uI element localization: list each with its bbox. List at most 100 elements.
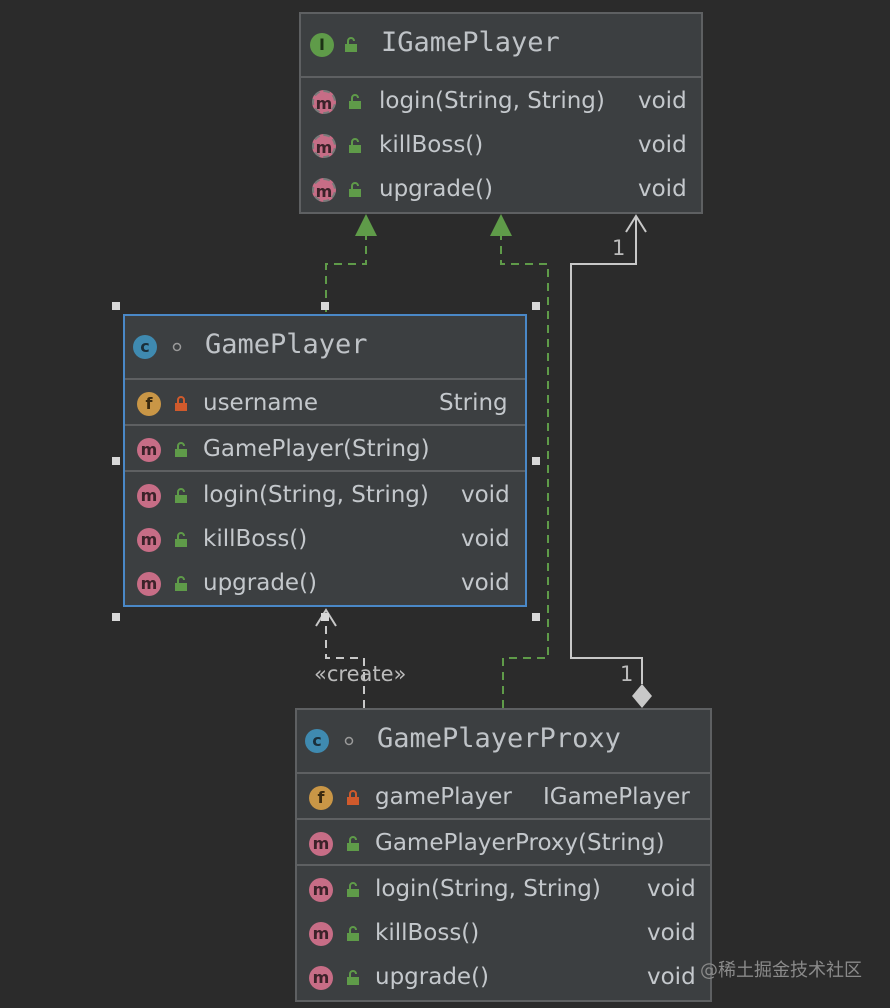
method-return-type: void: [647, 964, 696, 990]
resize-handle-bottom-left[interactable]: [112, 613, 120, 621]
multiplicity-bottom: 1: [620, 662, 634, 686]
field-type: String: [439, 390, 508, 416]
public-unlock-icon: [349, 138, 361, 153]
resize-handle-right[interactable]: [532, 457, 540, 465]
realization-gameplayer[interactable]: [325, 214, 377, 312]
field-row[interactable]: f username String: [125, 382, 525, 426]
dependency-arrowhead: [315, 608, 337, 627]
section-divider: [125, 470, 525, 472]
resize-handle-bottom[interactable]: [321, 613, 329, 621]
public-unlock-icon: [347, 970, 359, 985]
igameplayer-interface-box[interactable]: I IGamePlayer m login(String, String) vo…: [299, 12, 703, 214]
section-divider: [297, 864, 710, 866]
constructor-row[interactable]: m GamePlayer(String): [125, 428, 525, 472]
method-row[interactable]: m killBoss() void: [297, 912, 710, 956]
resize-handle-top-left[interactable]: [112, 302, 120, 310]
interface-icon: I: [310, 33, 334, 57]
composition-diamond: [632, 684, 652, 708]
association-arrowhead: [625, 214, 647, 233]
method-icon: m: [137, 484, 161, 508]
constructor-name: GamePlayerProxy(String): [375, 830, 665, 856]
gameplayer-header: c GamePlayer: [125, 316, 525, 380]
method-row[interactable]: m upgrade() void: [301, 168, 701, 212]
method-icon: m: [137, 572, 161, 596]
field-name: gamePlayer: [375, 784, 512, 810]
composition-association[interactable]: [570, 214, 652, 708]
method-return-type: void: [638, 88, 687, 114]
section-divider: [297, 818, 710, 820]
method-return-type: void: [461, 570, 510, 596]
method-name: killBoss(): [375, 920, 480, 946]
method-name: upgrade(): [375, 964, 490, 990]
section-divider: [125, 424, 525, 426]
multiplicity-top: 1: [612, 236, 626, 260]
private-lock-icon: [175, 396, 187, 411]
method-return-type: void: [647, 876, 696, 902]
public-unlock-icon: [175, 532, 187, 547]
gameplayerproxy-header: c GamePlayerProxy: [297, 710, 710, 774]
gameplayer-class-box[interactable]: c GamePlayer f username String m GamePla…: [123, 314, 527, 607]
method-row[interactable]: m login(String, String) void: [125, 474, 525, 518]
method-row[interactable]: m killBoss() void: [125, 518, 525, 562]
package-visibility-icon: [172, 342, 182, 352]
class-title: GamePlayer: [205, 329, 368, 360]
method-name: upgrade(): [379, 176, 494, 202]
method-icon: m: [309, 878, 333, 902]
resize-handle-bottom-right[interactable]: [532, 613, 540, 621]
method-name: login(String, String): [379, 88, 605, 114]
public-unlock-icon: [175, 442, 187, 457]
igameplayer-header: I IGamePlayer: [301, 14, 701, 78]
abstract-method-icon: m: [312, 178, 336, 202]
constructor-name: GamePlayer(String): [203, 436, 430, 462]
method-row[interactable]: m upgrade() void: [125, 562, 525, 606]
resize-handle-left[interactable]: [112, 457, 120, 465]
method-return-type: void: [461, 526, 510, 552]
public-unlock-icon: [349, 94, 361, 109]
private-lock-icon: [347, 790, 359, 805]
field-icon: f: [309, 786, 333, 810]
public-unlock-icon: [175, 488, 187, 503]
method-row[interactable]: m login(String, String) void: [297, 868, 710, 912]
resize-handle-top-right[interactable]: [532, 302, 540, 310]
method-name: killBoss(): [379, 132, 484, 158]
method-name: login(String, String): [375, 876, 601, 902]
class-title: IGamePlayer: [381, 27, 560, 58]
method-row[interactable]: m killBoss() void: [301, 124, 701, 168]
method-row[interactable]: m login(String, String) void: [301, 80, 701, 124]
class-icon: c: [305, 729, 329, 753]
method-return-type: void: [461, 482, 510, 508]
constructor-row[interactable]: m GamePlayerProxy(String): [297, 822, 710, 866]
public-unlock-icon: [175, 576, 187, 591]
method-return-type: void: [638, 176, 687, 202]
method-name: killBoss(): [203, 526, 308, 552]
gameplayerproxy-class-box[interactable]: c GamePlayerProxy f gamePlayer IGamePlay…: [295, 708, 712, 1002]
package-visibility-icon: [344, 736, 354, 746]
method-name: login(String, String): [203, 482, 429, 508]
class-title: GamePlayerProxy: [377, 723, 621, 754]
create-stereotype-label: «create»: [314, 662, 407, 686]
method-icon: m: [137, 528, 161, 552]
realization-proxy[interactable]: [490, 214, 549, 708]
create-dependency[interactable]: [315, 608, 365, 708]
method-row[interactable]: m upgrade() void: [297, 956, 710, 1000]
method-return-type: void: [638, 132, 687, 158]
field-type: IGamePlayer: [543, 784, 690, 810]
public-unlock-icon: [345, 37, 357, 52]
method-name: upgrade(): [203, 570, 318, 596]
resize-handle-top[interactable]: [321, 302, 329, 310]
public-unlock-icon: [347, 926, 359, 941]
method-return-type: void: [647, 920, 696, 946]
public-unlock-icon: [347, 882, 359, 897]
method-icon: m: [309, 832, 333, 856]
field-row[interactable]: f gamePlayer IGamePlayer: [297, 776, 710, 820]
abstract-method-icon: m: [312, 134, 336, 158]
realization-arrowhead: [355, 214, 377, 236]
realization-arrowhead: [490, 214, 512, 236]
method-icon: m: [309, 922, 333, 946]
method-icon: m: [137, 438, 161, 462]
watermark: @稀土掘金技术社区: [700, 960, 862, 981]
public-unlock-icon: [349, 182, 361, 197]
field-icon: f: [137, 392, 161, 416]
field-name: username: [203, 390, 318, 416]
